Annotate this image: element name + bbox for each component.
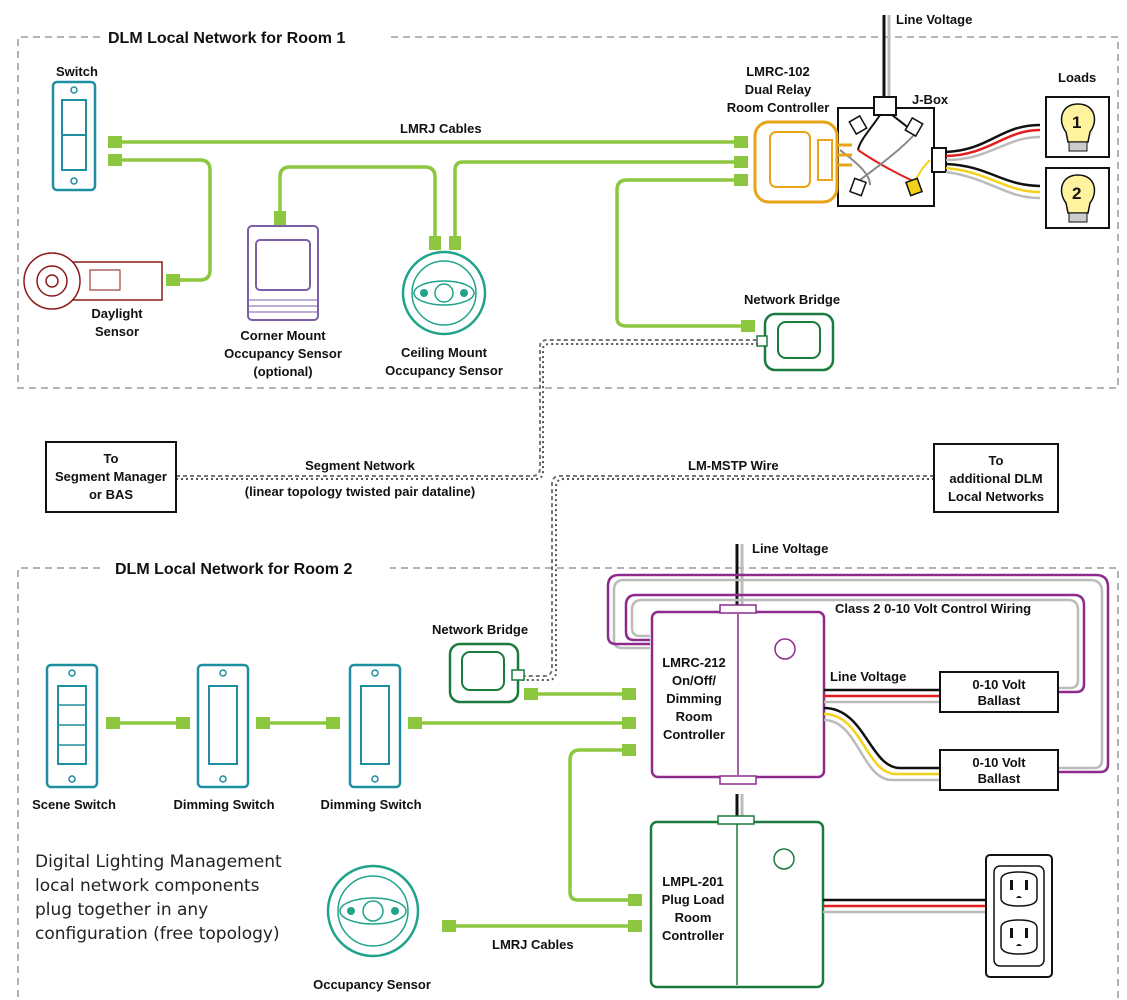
- segment-network-sublabel: (linear topology twisted pair dataline): [245, 484, 475, 499]
- additional-label-1: To: [989, 453, 1004, 468]
- room1-line-voltage-label: Line Voltage: [896, 12, 972, 27]
- ceiling-sensor-label-1: Ceiling Mount: [401, 345, 488, 360]
- lmrc212-label-5: Controller: [663, 727, 725, 742]
- room2-network-bridge: [448, 642, 525, 704]
- ballast-1: [939, 671, 1059, 713]
- room1-boundary: [17, 36, 1119, 389]
- room2-lmrj-cables-label: LMRJ Cables: [492, 937, 574, 952]
- room2-title: DLM Local Network for Room 2: [115, 561, 352, 578]
- lmrc212-label-2: On/Off/: [672, 673, 716, 688]
- room1-line-voltage-wires: [882, 15, 891, 100]
- load-wires: [945, 123, 1041, 200]
- additional-networks-box: [933, 443, 1059, 513]
- lmpl201-label-2: Plug Load: [662, 892, 725, 907]
- switch-room1: [51, 80, 97, 192]
- class2-control-wiring: [606, 573, 1110, 774]
- lmrc212-label-3: Dimming: [666, 691, 722, 706]
- daylight-label-2: Sensor: [95, 324, 139, 339]
- scene-switch: [45, 663, 99, 789]
- room2-lmrj-plugs: [106, 688, 642, 932]
- ballast-1-label-2: Ballast: [978, 693, 1021, 708]
- room1-title: DLM Local Network for Room 1: [108, 30, 345, 47]
- segment-network-wire: [176, 339, 758, 480]
- additional-label-3: Local Networks: [948, 489, 1044, 504]
- outlet-wires: [823, 898, 990, 914]
- load-2-number: 2: [1072, 184, 1081, 203]
- ballast-2: [939, 749, 1059, 791]
- dimming-switch-1-label: Dimming Switch: [173, 797, 274, 812]
- ballast-1-label-1: 0-10 Volt: [972, 677, 1026, 692]
- room1-lmrj-plugs: [108, 136, 755, 332]
- corner-occupancy-sensor: [247, 225, 319, 321]
- description-line-1: Digital Lighting Management: [35, 852, 282, 872]
- room1-network-bridge-label: Network Bridge: [744, 292, 840, 307]
- ceiling-sensor-label-2: Occupancy Sensor: [385, 363, 503, 378]
- daylight-sensor: [23, 252, 163, 310]
- room1-network-bridge: [756, 312, 835, 372]
- jbox-wire-nuts: [848, 114, 924, 197]
- lmpl201-controller: [649, 815, 825, 989]
- room1-lmrj-cables: [120, 140, 745, 328]
- ballast-line-wires: [823, 688, 940, 782]
- segment-manager-label-2: Segment Manager: [55, 469, 167, 484]
- load-2: 2: [1045, 167, 1110, 229]
- dimming-switch-2: [348, 663, 402, 789]
- class2-label: Class 2 0-10 Volt Control Wiring: [835, 601, 1031, 616]
- lm-mstp-wire: [520, 475, 934, 681]
- daylight-label-1: Daylight: [91, 306, 143, 321]
- ballast-2-label-1: 0-10 Volt: [972, 755, 1026, 770]
- duplex-outlet: [985, 854, 1053, 978]
- lmpl201-label-4: Controller: [662, 928, 724, 943]
- lmpl201-label-1: LMPL-201: [662, 874, 723, 889]
- lmrc212-label-4: Room: [676, 709, 713, 724]
- description-line-4: configuration (free topology): [35, 924, 280, 944]
- room2-lmrj-cables: [115, 692, 635, 928]
- room2-line-voltage-wires-top: [735, 544, 744, 612]
- segment-network-label: Segment Network: [305, 458, 416, 473]
- room1-lmrj-cables-label: LMRJ Cables: [400, 121, 482, 136]
- lmrc102-controller: [753, 120, 852, 204]
- lmrc212-label-1: LMRC-212: [662, 655, 726, 670]
- ballast-2-label-2: Ballast: [978, 771, 1021, 786]
- room2-boundary: [17, 567, 1119, 998]
- segment-manager-label-1: To: [104, 451, 119, 466]
- room2-line-voltage-top-label: Line Voltage: [752, 541, 828, 556]
- room2-network-bridge-label: Network Bridge: [432, 622, 528, 637]
- lmrc102-label-1: LMRC-102: [746, 64, 810, 79]
- jbox-side-clamp: [931, 147, 947, 173]
- description-line-2: local network components: [35, 876, 260, 896]
- segment-manager-label-3: or BAS: [89, 487, 133, 502]
- dimming-switch-1: [196, 663, 250, 789]
- dimming-switch-2-label: Dimming Switch: [320, 797, 421, 812]
- lmrc212-controller: [650, 604, 826, 785]
- load-1: 1: [1045, 96, 1110, 158]
- corner-sensor-label-1: Corner Mount: [240, 328, 326, 343]
- lmrc102-label-2: Dual Relay: [745, 82, 812, 97]
- segment-manager-box: [45, 441, 177, 513]
- additional-label-2: additional DLM: [949, 471, 1042, 486]
- lmrc102-label-3: Room Controller: [727, 100, 830, 115]
- jbox-clamp: [873, 96, 897, 116]
- corner-sensor-label-3: (optional): [253, 364, 312, 379]
- scene-switch-label: Scene Switch: [32, 797, 116, 812]
- switch-label: Switch: [56, 64, 98, 79]
- lm-mstp-label: LM-MSTP Wire: [688, 458, 779, 473]
- jbox-label: J-Box: [912, 92, 949, 107]
- room2-occupancy-sensor: [326, 864, 420, 958]
- lmpl201-label-3: Room: [675, 910, 712, 925]
- ceiling-occupancy-sensor: [401, 250, 487, 336]
- corner-sensor-label-2: Occupancy Sensor: [224, 346, 342, 361]
- load-1-number: 1: [1072, 113, 1081, 132]
- room2-line-voltage-mid-label: Line Voltage: [830, 669, 906, 684]
- room2-occupancy-sensor-label: Occupancy Sensor: [313, 977, 431, 992]
- loads-label: Loads: [1058, 70, 1096, 85]
- description-line-3: plug together in any: [35, 900, 208, 920]
